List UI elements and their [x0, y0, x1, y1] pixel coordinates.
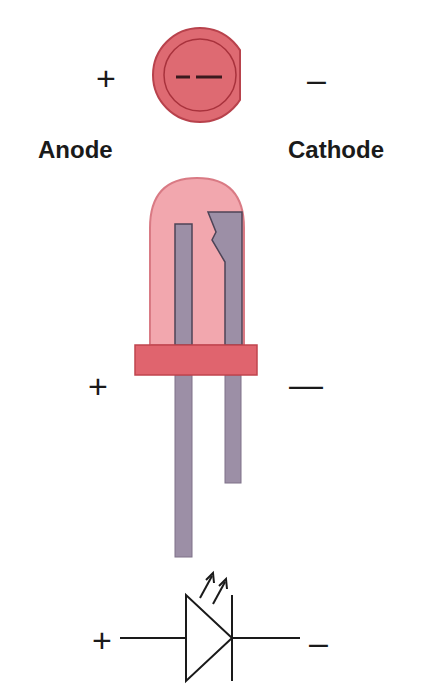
led-top-view — [153, 28, 247, 122]
polarity-sign: + — [88, 369, 108, 403]
terminal-name: Cathode — [288, 138, 384, 162]
polarity-sign: + — [92, 623, 112, 657]
polarity-sign: – — [307, 62, 326, 96]
polarity-sign: + — [96, 61, 116, 95]
led-symbol — [120, 573, 300, 681]
terminal-name: Anode — [38, 138, 113, 162]
polarity-sign: – — [309, 625, 328, 659]
polarity-sign: — — [289, 367, 323, 401]
led-side-view — [135, 178, 257, 557]
